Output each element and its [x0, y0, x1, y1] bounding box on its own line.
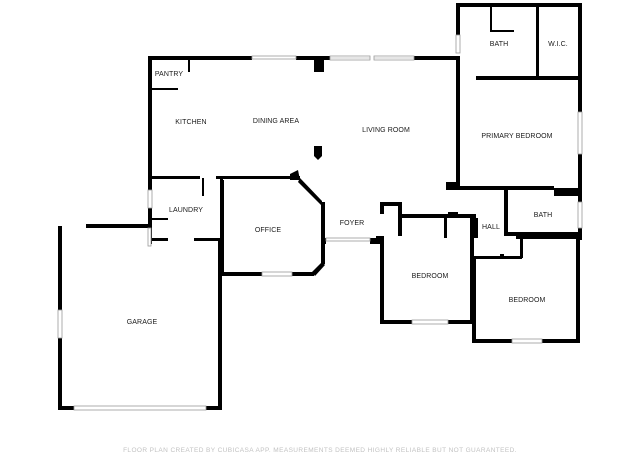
- window-primary: [577, 111, 583, 155]
- wall-bed2-right: [576, 236, 580, 342]
- wall-garage-right: [218, 238, 222, 410]
- wall-bath-wic-divider: [536, 5, 539, 77]
- window-laundry: [147, 189, 153, 209]
- window-bedroom-right: [511, 338, 543, 344]
- wall-laundry-inner: [202, 178, 204, 196]
- wall-bed1-right: [470, 214, 474, 324]
- label-primary-bedroom: PRIMARY BEDROOM: [481, 133, 552, 140]
- wall-laundry-bottom-2: [194, 238, 220, 241]
- label-bedroom-left: BEDROOM: [412, 273, 449, 280]
- wall-bed1-top-left: [380, 202, 402, 206]
- label-kitchen: KITCHEN: [175, 119, 206, 126]
- walls: [58, 3, 582, 410]
- wall-bed1-closetnub: [448, 212, 458, 216]
- wall-top-living: [414, 56, 460, 60]
- wall-office-diag-bottom: [312, 262, 325, 276]
- wall-top-dining: [296, 56, 330, 60]
- window-garage-left: [57, 309, 63, 339]
- label-pantry: PANTRY: [155, 71, 184, 78]
- wall-bed2-bottom-2: [542, 339, 580, 343]
- wall-foyer-right: [376, 236, 380, 244]
- window-bath-left: [455, 34, 461, 54]
- label-bedroom-right: BEDROOM: [509, 297, 546, 304]
- wall-living-right-post: [446, 182, 458, 190]
- wall-office-bottom-2: [292, 272, 314, 276]
- wall-bed1-bottom: [380, 320, 412, 324]
- door-garage-laundry: [147, 227, 152, 247]
- wall-bed2-closet: [520, 238, 523, 258]
- entry-door: [325, 237, 371, 242]
- wall-garage-bottom-left: [58, 406, 74, 410]
- wall-left-kitchen: [148, 56, 152, 180]
- wall-bed2-topleft: [474, 256, 522, 259]
- wall-bath-shelf: [492, 30, 514, 32]
- wall-column-right: [314, 146, 322, 160]
- wall-pantry-right: [188, 58, 190, 72]
- wall-bath-left: [456, 3, 460, 35]
- label-laundry: LAUNDRY: [169, 207, 203, 214]
- wall-kitchen-bottom: [150, 176, 200, 179]
- wall-bed2-bottom: [472, 339, 512, 343]
- label-living-room: LIVING ROOM: [362, 127, 410, 134]
- wall-column-left: [290, 170, 300, 180]
- wall-top-kitchen: [148, 56, 252, 60]
- wall-hallbath-shelf: [506, 204, 508, 230]
- wall-bath-inner: [490, 6, 492, 32]
- window-hallbath: [577, 201, 583, 229]
- wall-bed1-leftpost: [398, 204, 402, 236]
- wall-pantry-bottom: [150, 88, 178, 90]
- wall-office-diag-top: [298, 178, 322, 206]
- wall-bed1-top: [400, 214, 476, 218]
- label-foyer: FOYER: [340, 220, 365, 227]
- wall-hall-nub: [500, 254, 504, 258]
- wall-bed1-left: [380, 236, 384, 324]
- wall-column-top: [314, 60, 324, 72]
- label-wic: W.I.C.: [548, 41, 568, 48]
- label-bath-mid: BATH: [534, 212, 553, 219]
- wall-garage-top: [86, 224, 152, 228]
- wall-bed1-closet: [444, 216, 447, 238]
- garage-door: [73, 405, 207, 411]
- window-office: [261, 271, 293, 277]
- wall-office-right: [321, 202, 325, 264]
- wall-laundry-bottom: [150, 238, 168, 241]
- wall-bath-top: [456, 3, 580, 7]
- label-dining-area: DINING AREA: [253, 118, 299, 125]
- label-garage: GARAGE: [127, 319, 158, 326]
- window-bedroom-left: [411, 319, 449, 325]
- label-office: OFFICE: [255, 227, 281, 234]
- label-bath-top: BATH: [490, 41, 509, 48]
- wall-bed2-left-top: [474, 218, 478, 238]
- label-hall: HALL: [482, 224, 500, 231]
- wall-laundry-left: [148, 176, 152, 190]
- wall-kitchen-bottom-2: [216, 176, 300, 179]
- wall-garage-bottom-right: [206, 406, 222, 410]
- wall-bed1-left-top: [380, 202, 384, 214]
- wall-bed1-bottom-2: [448, 320, 476, 324]
- wall-bath-bottom: [476, 76, 580, 80]
- wall-office-bottom: [222, 272, 262, 276]
- footer-disclaimer: FLOOR PLAN CREATED BY CUBICASA APP. MEAS…: [123, 447, 517, 454]
- wall-hallbath-bottom: [504, 232, 582, 236]
- room-labels: PANTRY KITCHEN DINING AREA LIVING ROOM B…: [127, 41, 568, 326]
- wall-laundry-shelf: [150, 218, 168, 220]
- windows: [57, 34, 583, 411]
- wall-bed2-top: [516, 236, 578, 239]
- wall-bath-right: [578, 3, 582, 189]
- wall-foyer-post-left: [322, 238, 326, 244]
- wall-foyer-post-right: [370, 238, 376, 244]
- wall-living-right: [456, 56, 460, 190]
- wall-primary-bottom-right: [554, 188, 580, 196]
- wall-office-left: [220, 180, 224, 276]
- window-dining: [251, 55, 297, 60]
